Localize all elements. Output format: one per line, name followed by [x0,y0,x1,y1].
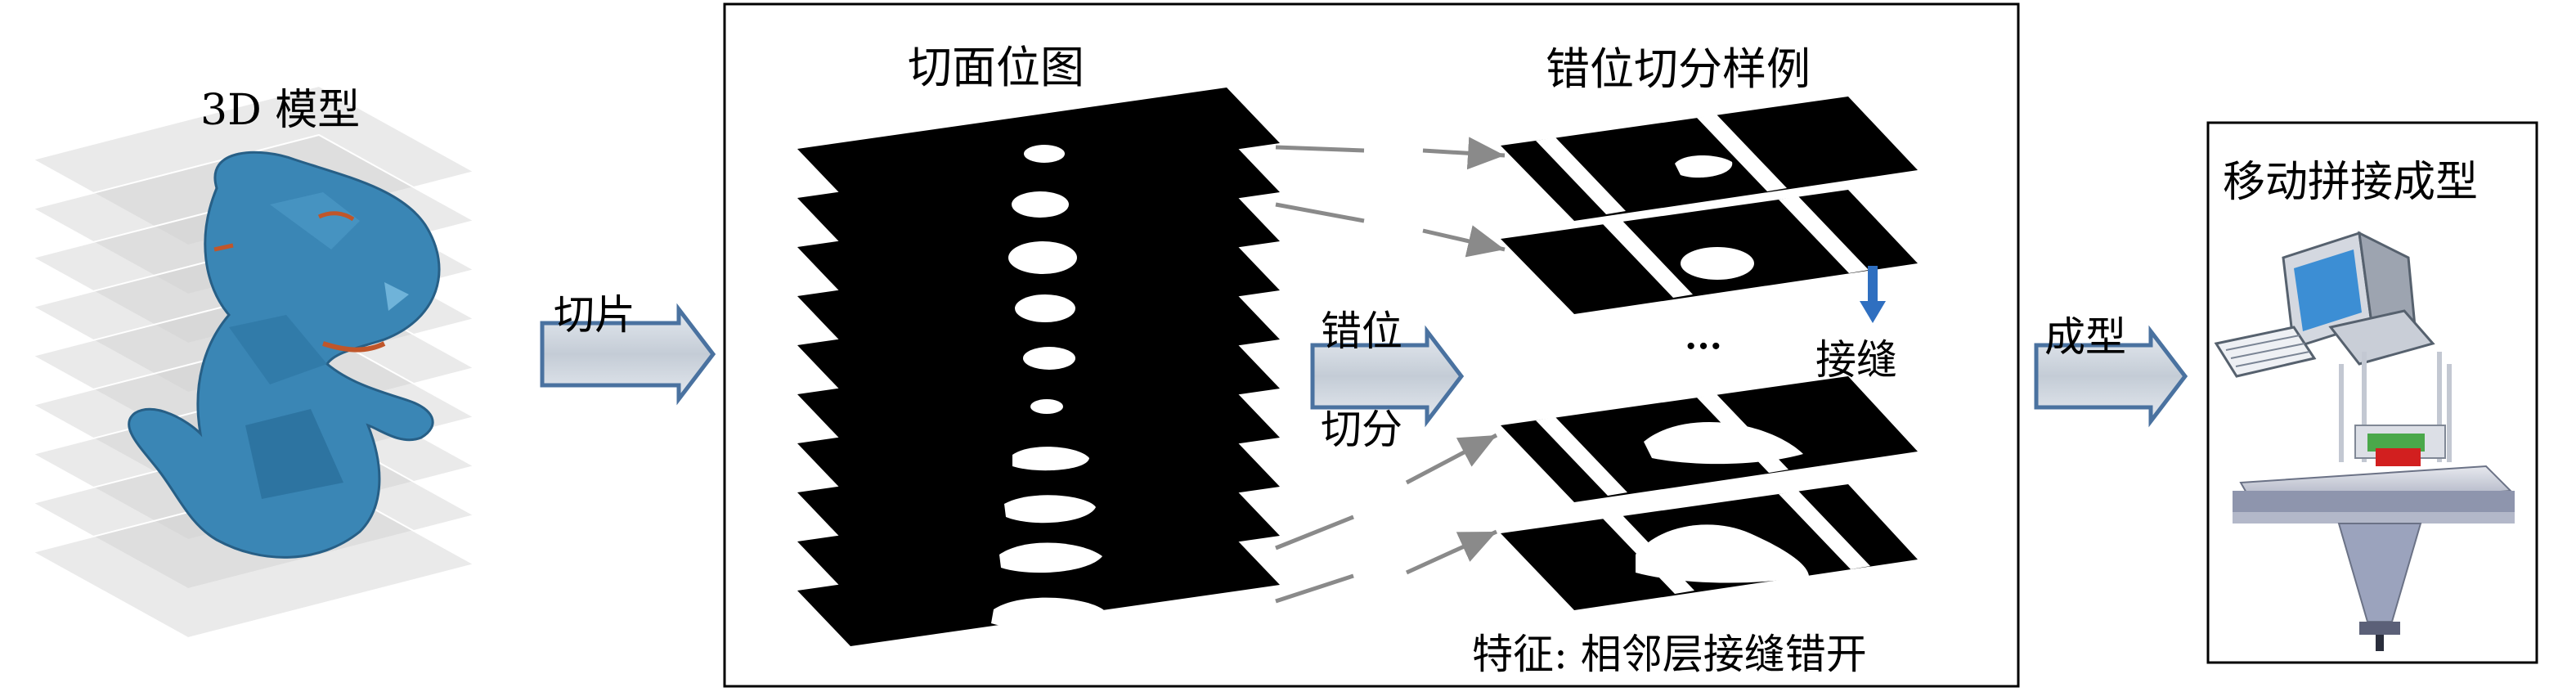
center-panel-frame [723,2,2020,688]
printer-machine-icon [2233,352,2515,651]
slice-bitmap-stack [797,88,1280,646]
arrow-form [2034,325,2188,428]
seam-label: 接缝 [1815,336,1897,384]
slice-arrow-label: 切片 [554,291,635,339]
staggered-split-example-1 [1501,97,1918,221]
ellipsis-mark: ··· [1685,326,1722,367]
split-label: 切分 [1321,406,1402,453]
bitmap-stack-title: 切面位图 [908,42,1084,93]
seam-arrow-icon [1860,266,1886,323]
right-panel-frame [2206,121,2538,664]
computer-icon [2214,231,2435,378]
model-title: 3D 模型 [200,86,361,135]
dinosaur-model-icon [128,151,441,559]
arrow-stagger-split [1310,325,1465,428]
split-examples-title: 错位切分样例 [1546,43,1811,95]
feature-caption: 特征: 相邻层接缝错开 [1472,631,1867,678]
staggered-split-example-3 [1501,376,1918,502]
form-arrow-label: 成型 [2044,313,2126,361]
stagger-label: 错位 [1321,308,1402,355]
staggered-split-example-4 [1501,484,1918,610]
staggered-split-example-2 [1501,190,1918,314]
arrow-slice [540,303,716,406]
right-panel-title: 移动拼接成型 [2223,158,2479,207]
connector-lines [1275,137,1506,604]
